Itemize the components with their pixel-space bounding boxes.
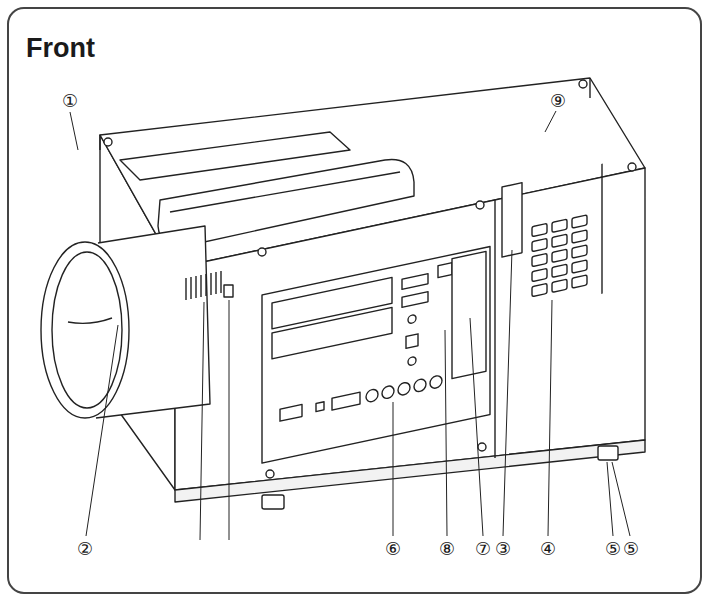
callout-number: ③ — [494, 539, 512, 559]
port — [402, 274, 428, 290]
jack — [382, 385, 394, 400]
leader-line — [612, 462, 630, 536]
jack — [430, 375, 442, 390]
sensor-window — [224, 285, 233, 297]
jack — [408, 356, 416, 366]
lens-inner-ring — [52, 252, 122, 408]
jack — [414, 378, 426, 393]
screw — [628, 163, 636, 171]
screw — [104, 138, 112, 146]
lens-glass — [68, 318, 112, 323]
slot-cover — [272, 307, 392, 359]
screw — [478, 443, 486, 451]
port — [316, 402, 324, 412]
screw — [579, 80, 587, 88]
base-strip — [175, 440, 645, 502]
screw — [266, 470, 274, 478]
indicator-window — [502, 183, 522, 257]
terminal-frame — [262, 247, 490, 463]
figure-title: Front — [26, 34, 95, 64]
port — [438, 263, 452, 278]
callout-number: ① — [61, 91, 79, 111]
adjustable-foot — [262, 495, 284, 509]
control-keypad — [502, 164, 602, 315]
hump-ridge — [170, 172, 400, 212]
screw — [476, 201, 484, 209]
callout-number: ④ — [539, 539, 557, 559]
jack — [408, 314, 416, 324]
leader-line — [86, 325, 118, 536]
back-edge — [99, 135, 100, 150]
leader-line — [503, 250, 512, 536]
leader-line — [445, 330, 447, 536]
leader-line — [70, 112, 78, 150]
callout-number: ⑨ — [549, 91, 567, 111]
port — [280, 404, 302, 421]
adjustable-foot — [598, 446, 618, 460]
projector-body — [41, 78, 645, 509]
vent-grille — [186, 271, 233, 300]
leader-line — [229, 300, 230, 540]
jack — [398, 382, 410, 397]
leader-line — [607, 462, 613, 536]
leader-line — [545, 111, 556, 132]
leader-lines — [70, 111, 630, 540]
port — [406, 334, 418, 349]
leader-line — [470, 318, 483, 536]
callout-number: ⑧ — [438, 539, 456, 559]
leader-line — [548, 300, 552, 536]
port — [402, 292, 428, 308]
callout-number: ⑦ — [474, 539, 492, 559]
lens-ring — [41, 242, 129, 418]
keypad-edge — [601, 164, 602, 294]
body-seam — [494, 200, 495, 458]
leader-line — [393, 402, 394, 536]
jack — [366, 388, 378, 403]
indicator-recess — [452, 251, 486, 378]
port — [332, 392, 360, 410]
back-edge — [589, 78, 590, 98]
screw — [258, 248, 266, 256]
callout-number: ⑤ — [622, 539, 640, 559]
terminal-panel — [262, 247, 490, 463]
callout-number: ⑤ — [604, 539, 622, 559]
callout-number: ⑥ — [384, 539, 402, 559]
callout-number: ② — [76, 539, 94, 559]
figure-frame — [8, 8, 701, 593]
leader-line — [200, 302, 204, 540]
